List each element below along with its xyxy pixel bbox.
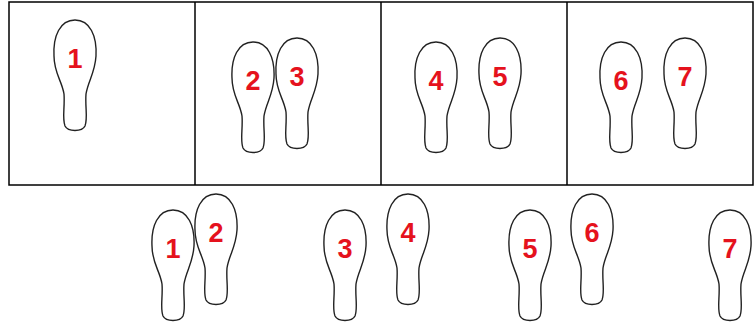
footprint-outline [322, 208, 368, 322]
footprint: 4 [385, 192, 431, 307]
footprint-outline [385, 192, 431, 307]
footprint-shape [509, 210, 551, 321]
footprint: 6 [569, 192, 615, 307]
footprint-outline [413, 40, 459, 155]
step-number: 5 [477, 62, 523, 92]
cell-divider [194, 2, 196, 185]
footprint: 1 [150, 208, 196, 322]
step-number: 2 [193, 218, 239, 248]
footprint-outline [150, 208, 196, 322]
step-number: 6 [569, 218, 615, 248]
footprint: 6 [598, 40, 644, 155]
step-number: 7 [707, 234, 753, 264]
step-number: 1 [52, 44, 98, 74]
footprint-shape [387, 194, 429, 305]
footprint: 7 [707, 208, 753, 322]
step-number: 3 [322, 234, 368, 264]
footprint-outline [569, 192, 615, 307]
step-number: 4 [385, 218, 431, 248]
step-number: 4 [413, 66, 459, 96]
footprint-shape [664, 38, 706, 149]
footprint-shape [571, 194, 613, 305]
footprint: 3 [322, 208, 368, 322]
footprint-shape [54, 20, 96, 131]
footprint-outline [662, 36, 708, 151]
step-number: 7 [662, 62, 708, 92]
footprint-outline [230, 40, 276, 155]
step-number: 5 [507, 234, 553, 264]
footprint-shape [276, 38, 318, 149]
footprint-outline [507, 208, 553, 322]
table-border [9, 2, 753, 185]
footprint: 4 [413, 40, 459, 155]
footprint-outline [274, 36, 320, 151]
footprint: 7 [662, 36, 708, 151]
cell-divider [380, 2, 382, 185]
footprint-shape [415, 42, 457, 153]
footprint-shape [709, 210, 751, 321]
step-number: 2 [230, 66, 276, 96]
footprint-outline [52, 18, 98, 133]
footprint: 5 [477, 36, 523, 151]
footprint-outline [193, 192, 239, 307]
footprint-outline [477, 36, 523, 151]
footprint: 1 [52, 18, 98, 133]
footprint: 2 [230, 40, 276, 155]
footprint: 5 [507, 208, 553, 322]
footprint-outline [598, 40, 644, 155]
footprint-shape [479, 38, 521, 149]
step-number: 6 [598, 66, 644, 96]
footprint-shape [152, 210, 194, 321]
footprint-shape [600, 42, 642, 153]
cell-divider [566, 2, 568, 185]
footprint-outline [707, 208, 753, 322]
footprint: 2 [193, 192, 239, 307]
footprint-shape [195, 194, 237, 305]
step-number: 3 [274, 62, 320, 92]
footprint-shape [232, 42, 274, 153]
step-number: 1 [150, 234, 196, 264]
footprint: 3 [274, 36, 320, 151]
footprint-shape [324, 210, 366, 321]
